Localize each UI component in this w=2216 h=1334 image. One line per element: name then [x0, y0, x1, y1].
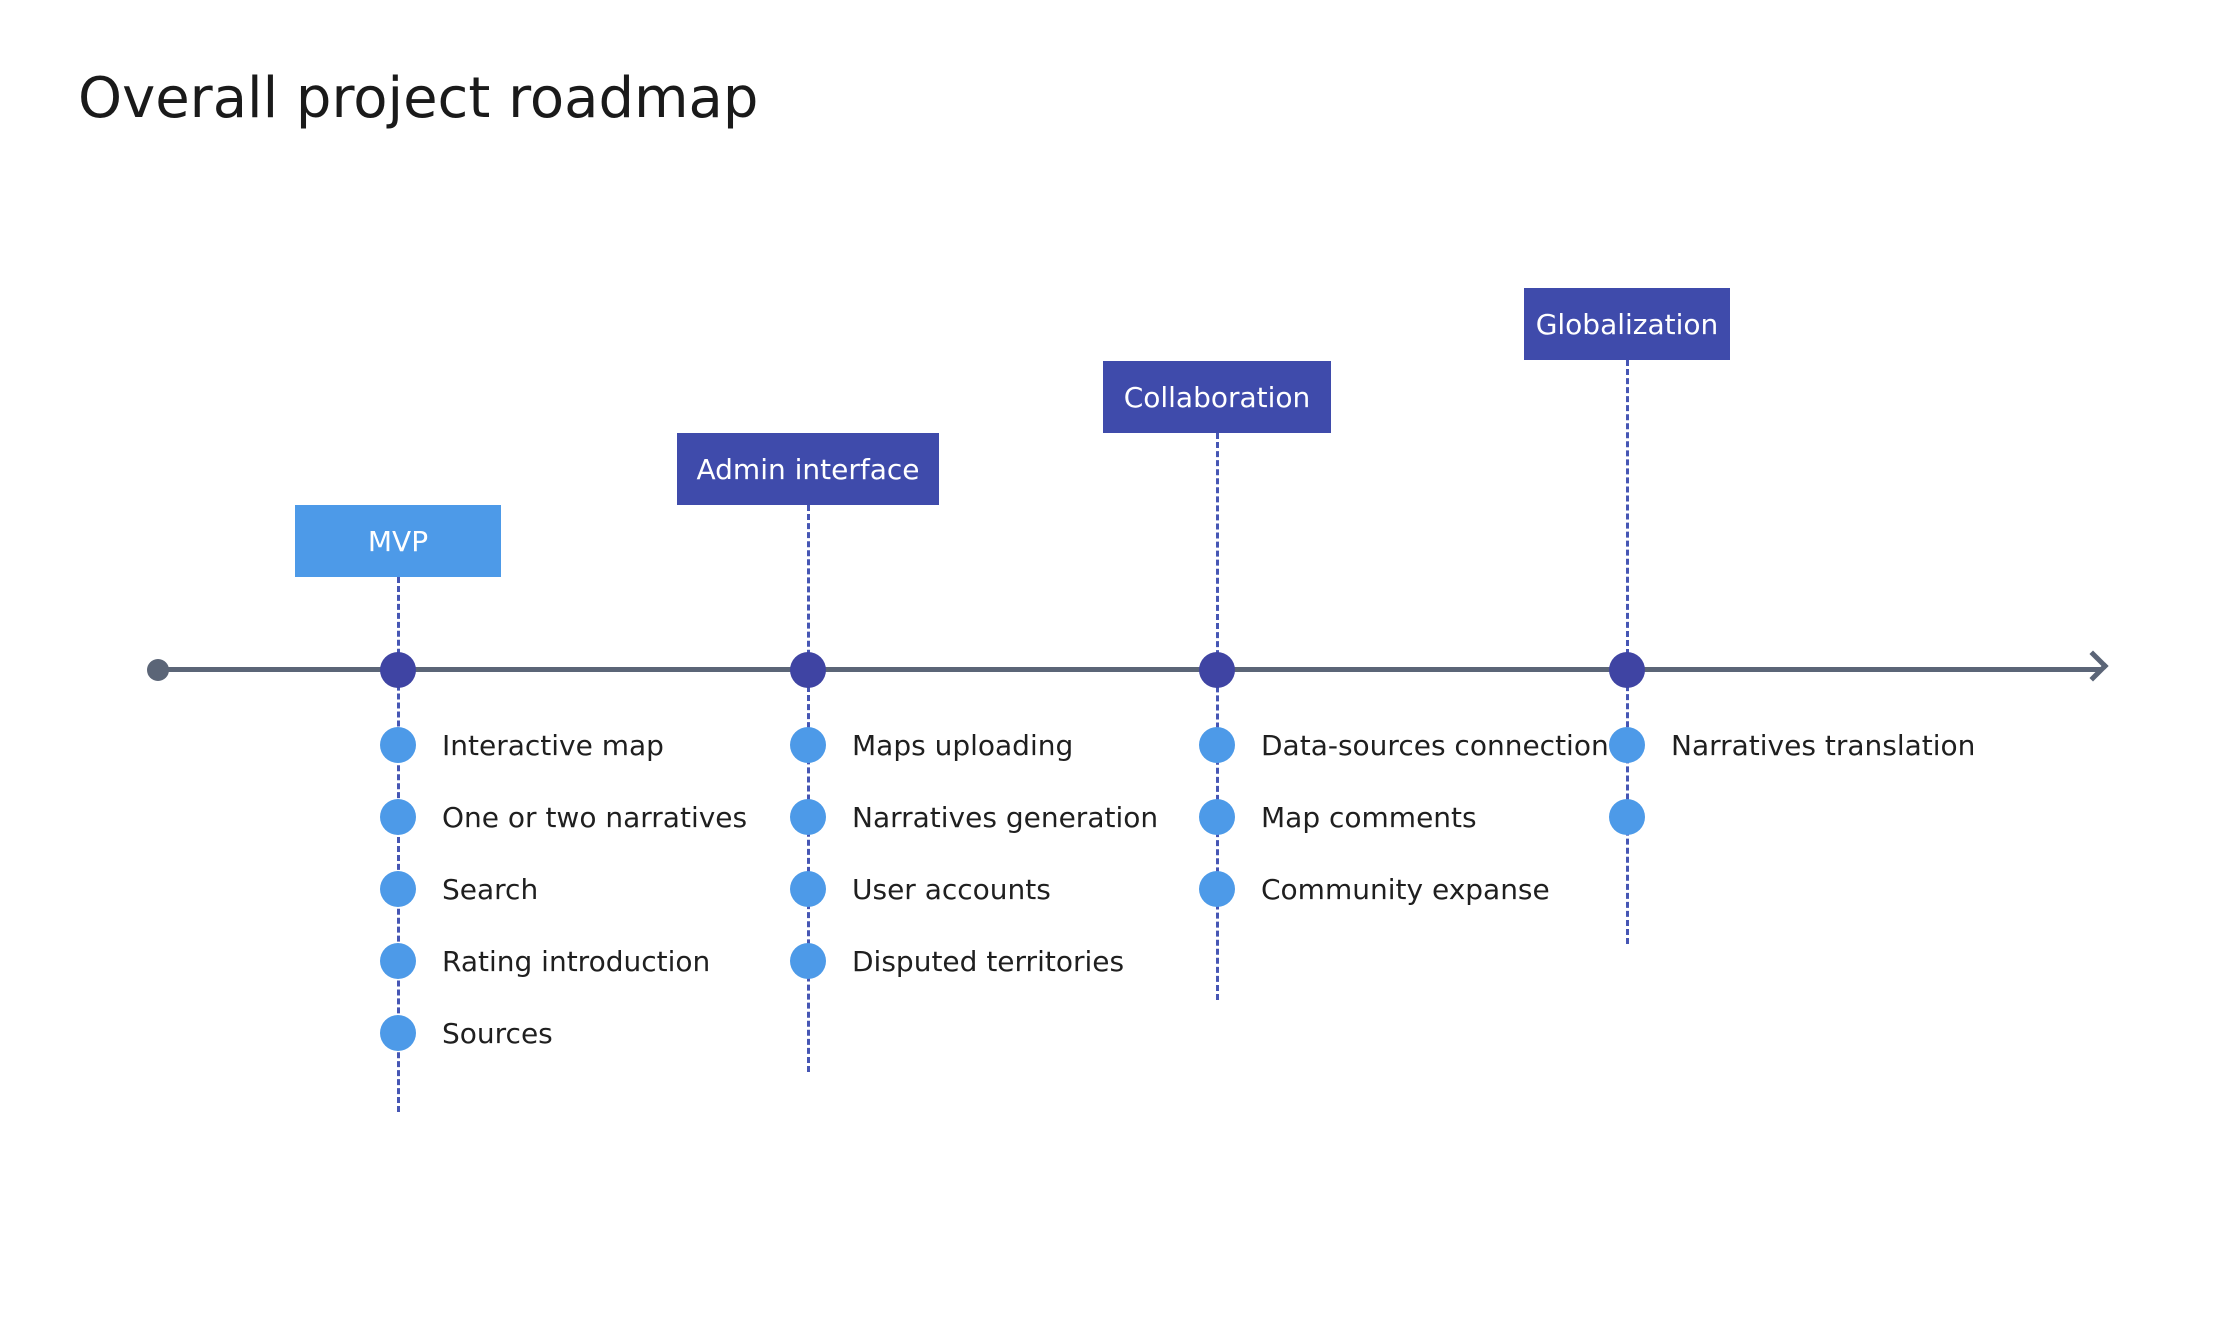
item-label: Map comments	[1261, 800, 1477, 834]
phase-label: Admin interface	[677, 433, 939, 505]
item-dot	[380, 871, 416, 907]
item-dot	[380, 727, 416, 763]
roadmap-item: Search	[380, 871, 538, 907]
timeline-start-dot	[147, 659, 169, 681]
item-dot	[790, 943, 826, 979]
roadmap-item: Map comments	[1199, 799, 1477, 835]
item-dot	[1199, 871, 1235, 907]
item-label: Data-sources connection	[1261, 728, 1609, 762]
item-dot	[380, 799, 416, 835]
item-dot	[1609, 799, 1645, 835]
item-dot	[380, 1015, 416, 1051]
roadmap-item: Community expanse	[1199, 871, 1550, 907]
item-dot	[790, 727, 826, 763]
roadmap-item: Interactive map	[380, 727, 664, 763]
item-label: User accounts	[852, 872, 1051, 906]
roadmap-item: Sources	[380, 1015, 553, 1051]
item-dot	[790, 799, 826, 835]
item-label: Maps uploading	[852, 728, 1074, 762]
item-label: Narratives translation	[1671, 728, 1976, 762]
milestone-dot	[1609, 652, 1645, 688]
milestone-dot	[380, 652, 416, 688]
roadmap-item: Narratives generation	[790, 799, 1158, 835]
phase-label: MVP	[295, 505, 501, 577]
page-title: Overall project roadmap	[78, 66, 759, 131]
phase-label: Globalization	[1524, 288, 1730, 360]
item-label: Community expanse	[1261, 872, 1550, 906]
item-label: One or two narratives	[442, 800, 748, 834]
phase-connector-line	[806, 505, 810, 1072]
roadmap-item: Data-sources connection	[1199, 727, 1609, 763]
item-label: Sources	[442, 1016, 553, 1050]
item-label: Search	[442, 872, 539, 906]
item-dot	[1199, 727, 1235, 763]
item-dot	[1609, 727, 1645, 763]
item-label: Narratives generation	[852, 800, 1159, 834]
phase-connector-line	[1215, 433, 1219, 1000]
item-dot	[790, 871, 826, 907]
timeline-arrow-icon	[2077, 650, 2109, 682]
roadmap-item: Maps uploading	[790, 727, 1073, 763]
item-label: Rating introduction	[442, 944, 711, 978]
roadmap-item: Narratives translation	[1609, 727, 1975, 763]
roadmap-item: User accounts	[790, 871, 1051, 907]
item-label: Disputed territories	[852, 944, 1125, 978]
phase-label: Collaboration	[1103, 361, 1331, 433]
phase-connector-line	[396, 577, 400, 1112]
roadmap-item	[1609, 799, 1671, 835]
roadmap-item: Disputed territories	[790, 943, 1124, 979]
roadmap-item: Rating introduction	[380, 943, 710, 979]
item-dot	[1199, 799, 1235, 835]
milestone-dot	[790, 652, 826, 688]
timeline-axis	[158, 667, 2102, 672]
item-dot	[380, 943, 416, 979]
milestone-dot	[1199, 652, 1235, 688]
item-label: Interactive map	[442, 728, 664, 762]
roadmap-item: One or two narratives	[380, 799, 747, 835]
